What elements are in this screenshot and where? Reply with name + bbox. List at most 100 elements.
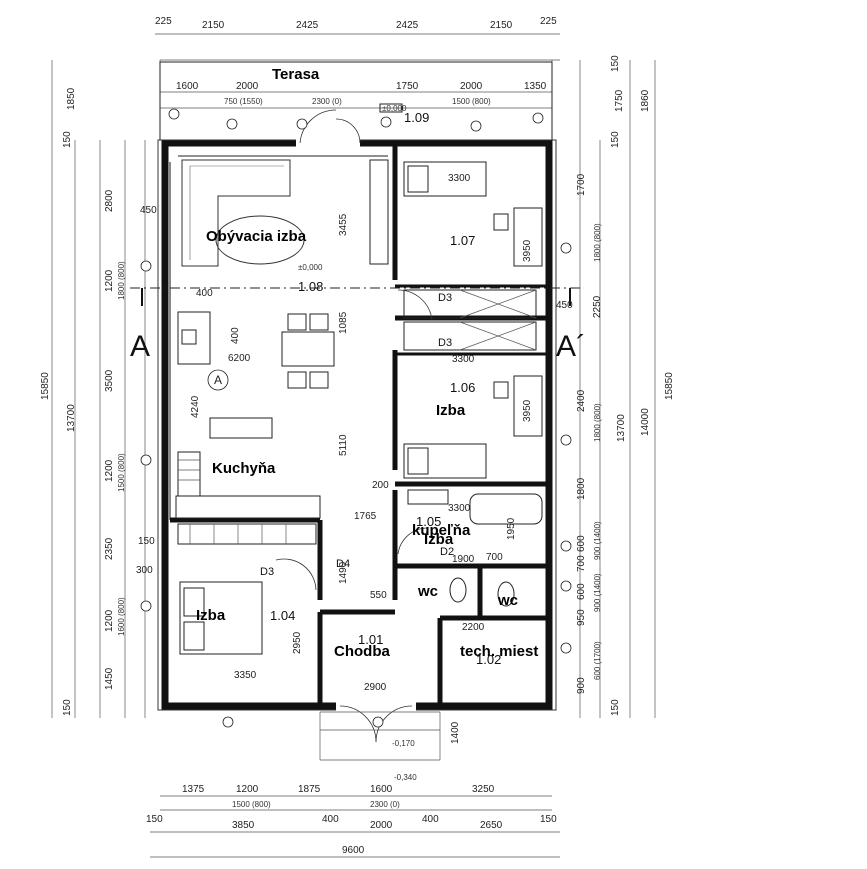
dim-label: 2000: [370, 820, 393, 831]
room-label-izba-104: Izba: [196, 607, 226, 624]
dim-label: 450: [556, 300, 573, 311]
dim-label: 225: [155, 16, 172, 27]
dim-label: 150: [146, 814, 163, 825]
dim-label: 1950: [506, 517, 517, 540]
dim-label: 150: [62, 699, 73, 716]
room-label-terasa: Terasa: [272, 66, 320, 83]
dim-label: 2900: [364, 682, 387, 693]
dim-label: 1900: [452, 554, 475, 565]
dim-label: 900: [576, 677, 587, 694]
dim-label: 2300 (0): [312, 97, 342, 106]
dim-label: 600: [576, 535, 587, 552]
dim-label: 4240: [190, 395, 201, 418]
dim-label: 1200: [236, 784, 259, 795]
level-label: -0,340: [394, 773, 417, 782]
room-label-wc2: wc: [497, 592, 518, 609]
room-code-101: 1.01: [358, 632, 383, 647]
dim-label: 15850: [664, 372, 675, 400]
dim-label: 2400: [576, 389, 587, 412]
sofa: [181, 159, 291, 267]
dim-label: 1600: [176, 81, 199, 92]
door-tag-d3: D3: [438, 292, 452, 304]
door-swings: [275, 109, 433, 743]
room-code-107: 1.07: [450, 233, 475, 248]
dim-label: 1500 (800): [232, 800, 271, 809]
terrace-outline: [159, 61, 553, 141]
dim-label: 400: [422, 814, 439, 825]
dim-label: 2350: [104, 537, 115, 560]
room-code-109: 1.09: [404, 110, 429, 125]
dim-label: 1200: [104, 459, 115, 482]
level-label: ±0,000: [382, 104, 407, 113]
desk-107: [493, 207, 543, 267]
door-tag-d3: D3: [260, 566, 274, 578]
dim-label: 2300 (0): [370, 800, 400, 809]
dim-label: 1200: [104, 269, 115, 292]
top-dimension-lines: [155, 33, 560, 140]
room-label-chodba: Chodba: [334, 643, 390, 660]
room-code-102: 1.02: [476, 652, 501, 667]
dim-label: 2425: [296, 20, 319, 31]
section-label-a: A: [130, 330, 150, 363]
dim-label: 1800 (800): [117, 261, 126, 300]
dim-label: 150: [138, 536, 155, 547]
door-tag-d4: D4: [336, 558, 350, 570]
dim-label: 2950: [292, 631, 303, 654]
room-label-kupelna-overlap: Izba: [424, 531, 454, 548]
coffee-table: [215, 215, 305, 265]
dim-label: 3500: [104, 369, 115, 392]
toilet-wc1: [449, 577, 467, 603]
dim-label: 600 (1700): [593, 641, 602, 680]
shelving: [403, 289, 537, 351]
room-code-105: 1.05: [416, 514, 441, 529]
dim-label: 1800 (800): [593, 223, 602, 262]
dim-label: 1600: [370, 784, 393, 795]
room-label-izba-106: Izba: [436, 402, 466, 419]
dim-label: 2800: [104, 189, 115, 212]
dim-label: 5110: [338, 434, 349, 456]
dim-label: 550: [370, 590, 387, 601]
room-code-104: 1.04: [270, 608, 295, 623]
bed-107: [403, 161, 487, 197]
dim-label: 2150: [202, 20, 225, 31]
door-tags: D3 D3 D3 D2 D4: [260, 292, 454, 578]
dining-table: [281, 313, 335, 389]
top-dims-row2: 1600 2000 1750 2000 1350: [176, 81, 547, 92]
dim-label: 2425: [396, 20, 419, 31]
dim-label: 9600: [342, 845, 365, 856]
dim-label: 15850: [40, 372, 51, 400]
top-dims-row1: 225 2150 2425 2425 2150 225: [155, 16, 557, 31]
dim-label: 6200: [228, 353, 251, 364]
door-tag-d2: D2: [440, 546, 454, 558]
dim-label: 1700: [576, 173, 587, 196]
dim-label: 2000: [236, 81, 259, 92]
dim-label: 1600 (800): [117, 597, 126, 636]
dim-label: 700: [486, 552, 503, 563]
dim-label: 3300: [448, 503, 471, 514]
dim-label: 150: [62, 131, 73, 148]
entrance-steps: [319, 711, 441, 761]
room-label-tech: tech. miest: [460, 643, 538, 660]
dim-label: 1750: [396, 81, 419, 92]
svg-text:A: A: [214, 373, 222, 387]
dim-label: 450: [140, 205, 157, 216]
right-dimension-lines: [579, 60, 656, 718]
dim-label: 1200: [104, 609, 115, 632]
dim-label: 900 (1400): [593, 573, 602, 612]
dim-label: 1375: [182, 784, 205, 795]
dim-label: 1750: [614, 89, 625, 112]
desk-106: [493, 375, 543, 437]
section-line: A A´: [130, 287, 586, 363]
dim-label: 150: [610, 55, 621, 72]
dim-label: 1450: [104, 667, 115, 690]
room-label-kuchyna: Kuchyňa: [212, 460, 276, 477]
dim-label: 3950: [522, 399, 533, 422]
section-label-a-prime: A´: [556, 330, 586, 363]
section-marker-a: A: [207, 369, 229, 391]
dim-label: 400: [230, 327, 241, 344]
wardrobe-104: [177, 523, 317, 545]
dim-label: 3250: [472, 784, 495, 795]
dim-label: 14000: [640, 408, 651, 436]
room-label-kupelna: kupeľňa: [412, 522, 471, 539]
bathtub: [407, 489, 543, 525]
